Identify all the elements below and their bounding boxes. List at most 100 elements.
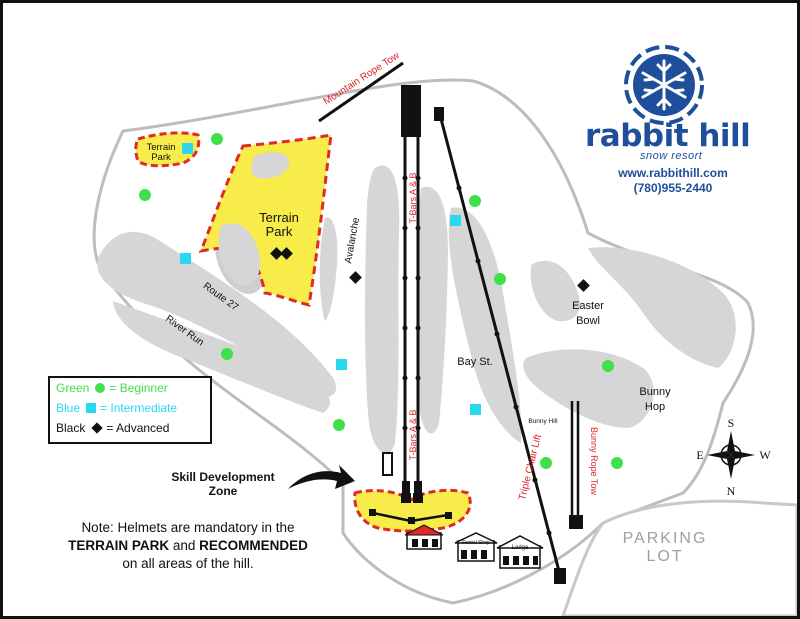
- compass-icon: S N E W: [696, 416, 771, 498]
- brand-logo: rabbit hill snow resort: [585, 121, 765, 163]
- t-bars-bottom-station-a: [402, 481, 410, 495]
- black-diamond: [270, 247, 283, 260]
- legend-green-text: = Beginner: [109, 381, 168, 395]
- t-bar-towers: [402, 175, 421, 431]
- blue-square: [470, 404, 481, 415]
- compass-e: E: [696, 448, 703, 462]
- green-dot: [602, 360, 614, 372]
- legend-black-text: = Advanced: [106, 421, 170, 435]
- green-dot: [469, 195, 481, 207]
- label-bunny-hop-2: Hop: [645, 401, 665, 413]
- compass-s: S: [728, 416, 735, 430]
- label-t-bars-lower: T-Bars A & B: [408, 409, 418, 460]
- note-line2: TERRAIN PARK and RECOMMENDED: [43, 537, 333, 555]
- terrain-park-small-area: [134, 131, 201, 168]
- skill-zone-line2: Zone: [208, 484, 238, 498]
- triple-chair-bottom-station: [554, 568, 566, 584]
- run-center-left: [365, 165, 400, 454]
- label-parking-2: LOT: [646, 548, 683, 565]
- label-terrain-park-main-1: Terrain: [259, 210, 299, 225]
- blue-square: [450, 215, 461, 226]
- terrain-parks: [134, 131, 472, 533]
- label-terrain-park-small-1: Terrain: [146, 142, 175, 153]
- label-bay-st: Bay St.: [457, 356, 492, 368]
- run-bunny-hop: [523, 349, 654, 428]
- helmet-note: Note: Helmets are mandatory in the TERRA…: [43, 519, 333, 573]
- skill-development-zone-label: Skill Development Zone: [158, 470, 288, 498]
- terrain-park-main-area: [198, 133, 333, 307]
- base-lodge-red-building: [404, 524, 444, 550]
- ski-runs: [97, 149, 736, 454]
- blue-square-icon: [86, 403, 97, 413]
- snowflake-icon: [624, 45, 704, 125]
- compass-w: W: [759, 448, 771, 462]
- legend-blue-text: = Intermediate: [100, 401, 178, 415]
- bunny-rope-tow-bottom: [569, 515, 583, 529]
- compass-n: N: [727, 484, 736, 498]
- green-dot: [139, 189, 151, 201]
- green-dot-icon: [95, 383, 106, 393]
- green-dot: [221, 348, 233, 360]
- legend-green-word: Green: [56, 381, 90, 395]
- run-center-right: [417, 186, 448, 434]
- t-bars-bottom-station-b: [414, 481, 422, 495]
- label-lodge: Lodge: [512, 545, 529, 551]
- black-diamond: [349, 271, 362, 284]
- terrain-park-top-grey: [251, 152, 290, 179]
- t-bars-bottom-pad-b: [413, 493, 423, 503]
- label-terrain-park-small-2: Park: [151, 152, 171, 163]
- green-dot: [611, 457, 623, 469]
- blue-square: [336, 359, 347, 370]
- label-t-bars-upper: T-Bars A & B: [408, 172, 418, 223]
- run-easter-bowl: [530, 260, 581, 322]
- run-route-27: [97, 231, 337, 397]
- terrain-park-inner-grey: [218, 223, 261, 286]
- phone-number: (780)955-2440: [633, 181, 713, 195]
- difficulty-legend: Green = Beginner Blue = Intermediate Bla…: [48, 376, 212, 444]
- label-bunny-hill: Bunny Hill: [528, 418, 558, 425]
- parking-lot-area: [561, 499, 797, 616]
- lifts: [318, 61, 583, 584]
- skill-zone-arrow-icon: [288, 465, 355, 489]
- mountain-rope-tow-line: [318, 61, 404, 123]
- skill-zone-lift-end-a: [369, 509, 376, 516]
- green-dot: [540, 457, 552, 469]
- legend-row-black: Black = Advanced: [50, 418, 210, 438]
- triple-chair-top-station: [434, 107, 444, 121]
- beginner-markers: [139, 133, 623, 469]
- chair-lift-towers: [456, 185, 552, 536]
- brand-subtitle: snow resort: [640, 150, 703, 162]
- skill-zone-line1: Skill Development: [171, 470, 275, 484]
- black-diamond: [280, 247, 293, 260]
- skill-development-zone-area: [353, 488, 472, 533]
- triple-chair-lift-line: [438, 114, 562, 576]
- label-terrain-park-main-2: Park: [266, 224, 293, 239]
- intermediate-markers: [180, 143, 481, 415]
- legend-black-word: Black: [56, 421, 86, 435]
- note-bold-recommended: RECOMMENDED: [199, 538, 308, 553]
- label-easter-bowl-2: Bowl: [576, 315, 600, 327]
- t-bars-top-station: [401, 85, 421, 137]
- run-avalanche-left: [319, 217, 338, 321]
- black-diamond-icon: [91, 422, 104, 434]
- rental-shop-building: [454, 532, 498, 562]
- t-bars-bottom-pad-a: [401, 493, 411, 503]
- note-line1: Note: Helmets are mandatory in the: [81, 520, 295, 535]
- run-river-run: [113, 301, 331, 413]
- green-dot: [333, 419, 345, 431]
- website-link[interactable]: www.rabbithill.com: [618, 166, 728, 180]
- note-line3: on all areas of the hill.: [122, 556, 254, 571]
- note-and: and: [169, 538, 200, 553]
- label-parking-1: PARKING: [623, 530, 708, 547]
- difficulty-markers: [139, 133, 623, 469]
- blue-square: [182, 143, 193, 154]
- label-bunny-hop-1: Bunny: [639, 386, 671, 398]
- legend-blue-word: Blue: [56, 401, 81, 415]
- skill-zone-lift-b: [410, 513, 449, 523]
- skill-zone-hut: [382, 452, 393, 476]
- lodge-building: [496, 535, 544, 569]
- buildings: [404, 524, 544, 569]
- contact-info: www.rabbithill.com (780)955-2440: [603, 166, 743, 196]
- skill-zone-lift-a: [372, 511, 412, 523]
